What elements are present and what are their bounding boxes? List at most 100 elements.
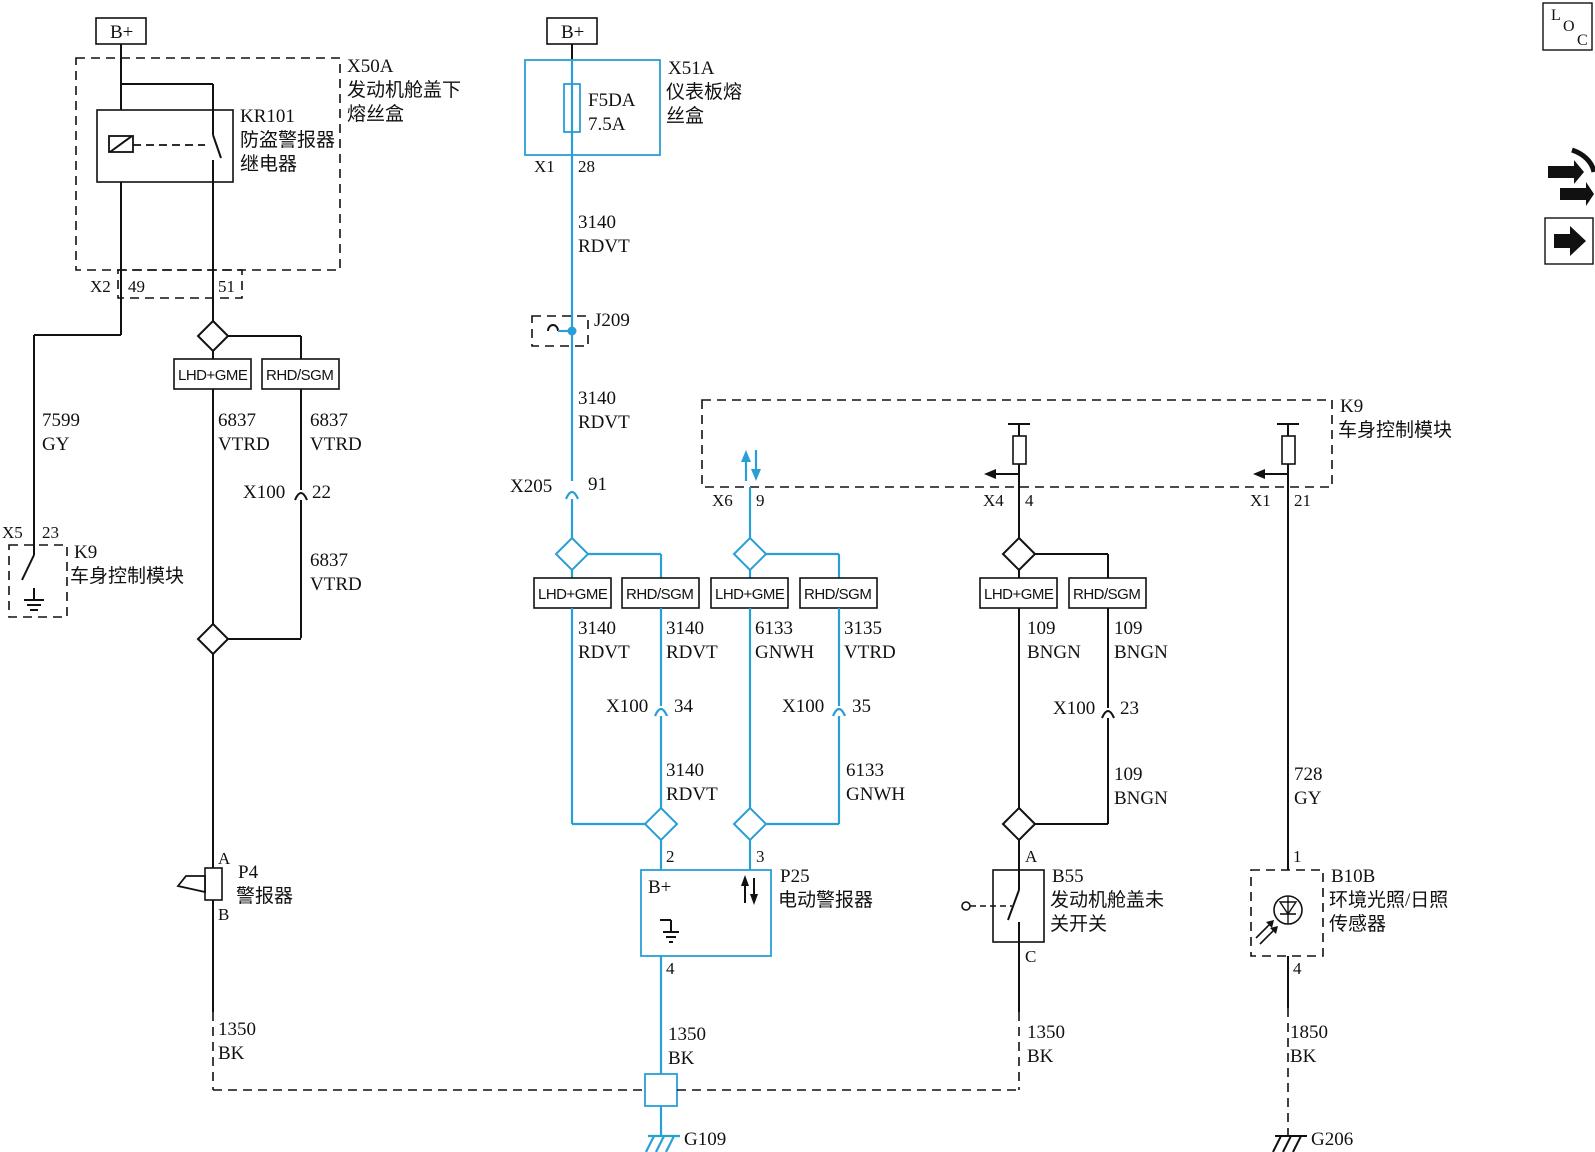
x2-pin51: 51 [218,277,235,296]
w109c-num: 109 [1114,764,1143,785]
bplus-left-label: B+ [110,22,133,43]
w3140d-num: 3140 [666,618,704,639]
kr101-id: KR101 [240,106,295,127]
svg-text:L: L [1551,7,1561,24]
x100-34-id: X100 [606,696,648,717]
input-arrow-icon [1253,469,1265,479]
p25-id: P25 [780,866,810,887]
x100-35-id: X100 [782,696,824,717]
p25-siren [640,869,772,957]
w3140a-color: RDVT [578,236,630,257]
w109a-num: 109 [1027,618,1056,639]
option-rhd-box [261,358,340,390]
option-lhd-label: LHD+GME [984,586,1054,603]
w1850-color: BK [1290,1046,1317,1067]
w6133b-num: 6133 [846,760,884,781]
w3135-num: 3135 [844,618,882,639]
w7599-num: 7599 [42,410,80,431]
option-lhd-box [710,577,789,609]
kr101-name-line2: 继电器 [240,153,297,175]
b10b-id: B10B [1331,866,1375,887]
p25-pin4: 4 [666,959,675,978]
k9-left-pin: 23 [42,523,59,542]
w1350a-num: 1350 [218,1019,256,1040]
x100-22-pin: 22 [312,482,331,503]
connector-swap-icon[interactable] [1548,147,1595,206]
w3140e-num: 3140 [666,760,704,781]
x100-34-pin: 34 [674,696,694,717]
x2-pin49: 49 [128,277,145,296]
w1350b-color: BK [668,1048,695,1069]
splice-diamond [196,622,230,656]
p25-pin2: 2 [666,847,675,866]
ground-icon [1272,1135,1307,1152]
w1350c-num: 1350 [1027,1022,1065,1043]
fuse-id: F5DA [588,90,636,111]
x51a-pin: 28 [578,157,595,176]
k9-switch-icon [21,554,35,581]
j209-label: J209 [594,310,630,331]
w1350c-color: BK [1027,1046,1054,1067]
x205-id: X205 [510,476,552,497]
k9-x1-pin: 21 [1294,491,1311,510]
w109b-num: 109 [1114,618,1143,639]
k9-right-name: 车身控制模块 [1338,419,1452,441]
loc-icon[interactable]: L O C [1542,2,1593,51]
w6837b-color: VTRD [310,434,362,455]
j209-splice [531,315,589,347]
option-rhd-box [621,577,700,609]
w6837c-num: 6837 [310,550,348,571]
splice-diamond [196,319,230,353]
next-arrow-icon[interactable] [1544,217,1594,265]
p4-name: 警报器 [236,885,293,907]
b55-pin-a: A [1025,847,1038,866]
w6837a-color: VTRD [218,434,270,455]
x50a-name-line1: 发动机舱盖下 [347,79,461,101]
x51a-name-line1: 仪表板熔 [666,81,742,103]
w3140d-color: RDVT [666,642,718,663]
b10b-name-line1: 环境光照/日照 [1329,889,1448,911]
splice-diamond [1001,806,1037,842]
splice-diamond [643,806,679,842]
x50a-name-line2: 熔丝盒 [347,103,404,125]
x205-pin: 91 [588,474,607,495]
k9-x6-conn: X6 [712,491,733,510]
w6133b-color: GNWH [846,784,905,805]
w7599-color: GY [42,434,70,455]
data-arrows-icon [741,450,761,481]
k9-x1-conn: X1 [1250,491,1271,510]
k9-left-module [8,544,68,618]
p4-horn [204,867,223,901]
x100-22-id: X100 [243,482,285,503]
ground-icon [645,1134,680,1152]
w728-color: GY [1294,788,1322,809]
w3140c-color: RDVT [578,642,630,663]
option-rhd-label: RHD/SGM [804,586,871,603]
x2-conn-label: X2 [90,277,111,296]
x51a-name-line2: 丝盒 [666,105,704,127]
option-lhd-label: LHD+GME [715,586,785,603]
w6133a-num: 6133 [755,618,793,639]
w1850-num: 1850 [1290,1022,1328,1043]
k9-x6-pin: 9 [756,491,765,510]
k9-x4-pin: 4 [1025,491,1034,510]
x51a-id: X51A [668,58,715,79]
w3140b-color: RDVT [578,412,630,433]
splice-diamond [1001,536,1037,572]
b55-id: B55 [1052,866,1084,887]
horn-icon [176,875,206,894]
w3140c-num: 3140 [578,618,616,639]
fuse-rating: 7.5A [588,114,626,135]
x100-23-pin: 23 [1120,698,1139,719]
input-arrow-icon [984,469,996,479]
option-rhd-label: RHD/SGM [1073,586,1140,603]
k9-left-conn: X5 [2,523,23,542]
option-rhd-label: RHD/SGM [266,367,333,384]
splice-dot-icon [567,326,577,336]
p25-name: 电动警报器 [778,889,873,911]
ground-splice-box [644,1073,678,1107]
switch-icon [1007,889,1020,921]
x50a-id: X50A [347,56,394,77]
data-arrows-icon [741,875,758,905]
p25-pin3: 3 [756,847,765,866]
